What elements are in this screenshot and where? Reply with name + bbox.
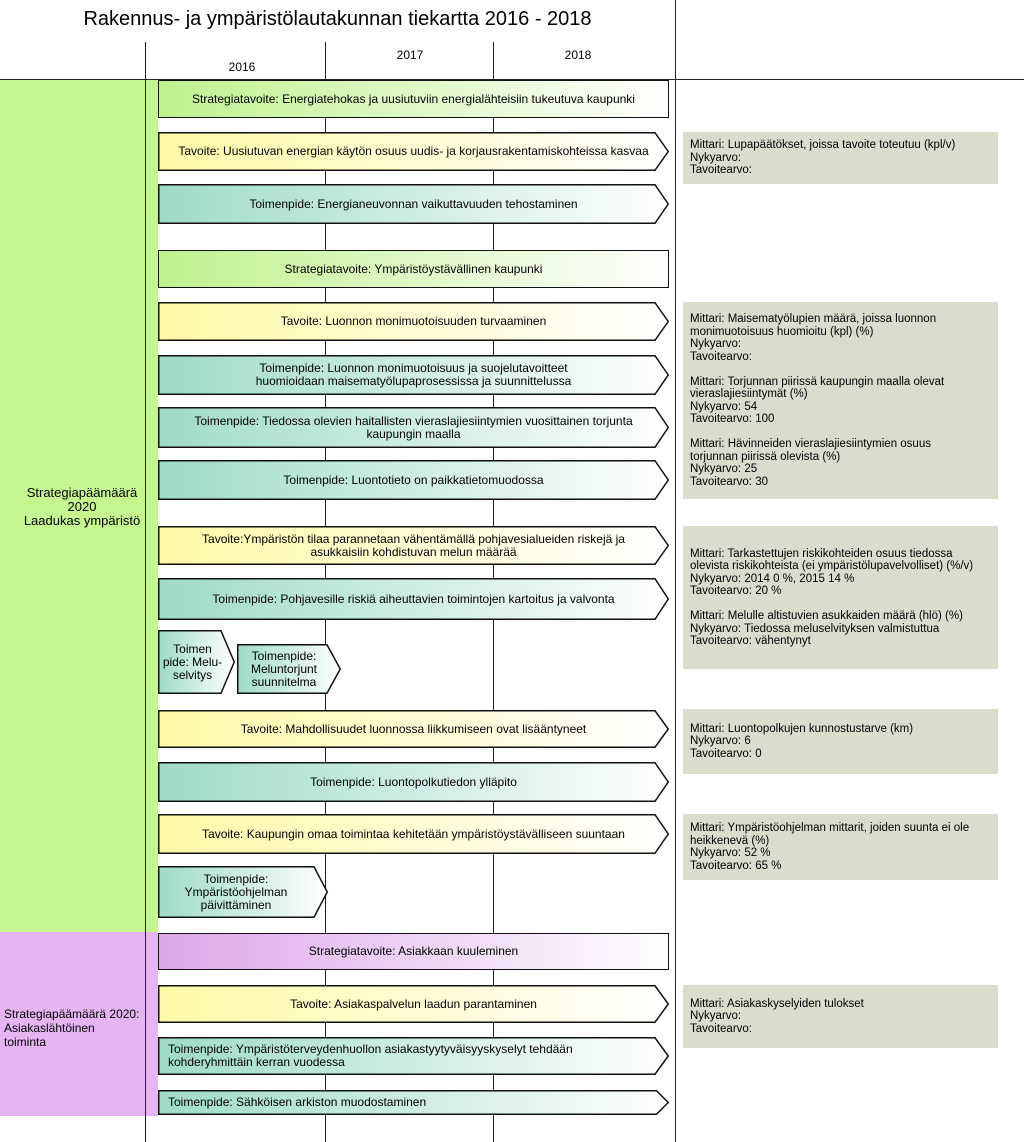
action-biodiversity-permits: Toimenpide: Luonnon monimuotoisuus ja su… [158, 355, 670, 395]
year-header-2018: 2018 [564, 48, 592, 62]
strategy-goal-customer-hearing: Strategiatavoite: Asiakkaan kuuleminen [158, 933, 669, 970]
arrow-shape [158, 985, 670, 1023]
band-label-laadukas: Strategiapäämäärä 2020 Laadukas ympärist… [23, 485, 141, 528]
year-header-2016: 2016 [228, 60, 256, 74]
band-laadukas-ymparisto [0, 80, 158, 932]
arrow-shape [237, 644, 342, 694]
arrow-shape [158, 1090, 670, 1115]
action-environment-program-update: Toimenpide: Ympäristöohjelman päivittämi… [158, 866, 329, 918]
grid-line-left [145, 42, 146, 1142]
page-title: Rakennus- ja ympäristölautakunnan tiekar… [83, 8, 592, 30]
indicator-box-customer-surveys: Mittari: Asiakaskyselyiden tulokset Nyky… [683, 985, 998, 1048]
indicator-box-renewable: Mittari: Lupapäätökset, joissa tavoite t… [683, 132, 998, 184]
goal-nature-recreation: Tavoite: Mahdollisuudet luonnossa liikku… [158, 710, 670, 748]
indicator-box-groundwater-noise: Mittari: Tarkastettujen riskikohteiden o… [683, 526, 998, 669]
goal-city-operations: Tavoite: Kaupungin omaa toimintaa kehite… [158, 814, 670, 854]
action-electronic-archive: Toimenpide: Sähköisen arkiston muodostam… [158, 1090, 670, 1115]
arrow-shape [158, 460, 670, 500]
action-nature-trails: Toimenpide: Luontopolkutiedon ylläpito [158, 762, 670, 802]
strategy-goal-energy: Strategiatavoite: Energiatehokas ja uusi… [158, 80, 669, 118]
action-noise-survey: Toimen pide: Melu- selvitys [158, 630, 236, 694]
header-divider [0, 79, 1024, 80]
arrow-shape [158, 302, 670, 341]
indicator-box-environment-program: Mittari: Ympäristöohjelman mittarit, joi… [683, 814, 998, 880]
arrow-shape [158, 762, 670, 802]
arrow-shape [158, 407, 670, 448]
arrow-shape [158, 526, 670, 565]
goal-customer-service: Tavoite: Asiakaspalvelun laadun parantam… [158, 985, 670, 1023]
strategy-goal-eco-city: Strategiatavoite: Ympäristöystävällinen … [158, 250, 669, 288]
arrow-shape [158, 1037, 670, 1075]
arrow-shape [158, 710, 670, 748]
indicator-box-nature-trails: Mittari: Luontopolkujen kunnostustarve (… [683, 709, 998, 774]
grid-line-right [675, 0, 676, 1142]
action-groundwater-survey: Toimenpide: Pohjavesille riskiä aiheutta… [158, 578, 670, 620]
action-energy-advice: Toimenpide: Energianeuvonnan vaikuttavuu… [158, 184, 670, 224]
arrow-shape [158, 866, 329, 918]
arrow-shape [158, 814, 670, 854]
action-invasive-species: Toimenpide: Tiedossa olevien haitalliste… [158, 407, 670, 448]
year-header-2017: 2017 [396, 48, 424, 62]
goal-groundwater-noise: Tavoite:Ympäristön tilaa parannetaan väh… [158, 526, 670, 565]
goal-biodiversity: Tavoite: Luonnon monimuotoisuuden turvaa… [158, 302, 670, 341]
arrow-shape [158, 184, 670, 224]
band-label-asiakaslahtoinen: Strategiapäämäärä 2020: Asiakaslähtöinen… [4, 1007, 140, 1049]
action-noise-plan: Toimenpide: Meluntorjunt suunnitelma [237, 644, 342, 694]
indicator-box-biodiversity: Mittari: Maisematyölupien määrä, joissa … [683, 302, 998, 499]
arrow-shape [158, 132, 670, 171]
goal-renewable-energy: Tavoite: Uusiutuvan energian käytön osuu… [158, 132, 670, 171]
action-customer-surveys: Toimenpide: Ympäristöterveydenhuollon as… [158, 1037, 670, 1075]
arrow-shape [158, 578, 670, 620]
arrow-shape [158, 630, 236, 694]
action-nature-data-gis: Toimenpide: Luontotieto on paikkatietomu… [158, 460, 670, 500]
band-asiakaslahtoinen-toiminta [0, 932, 158, 1116]
arrow-shape [158, 355, 670, 395]
